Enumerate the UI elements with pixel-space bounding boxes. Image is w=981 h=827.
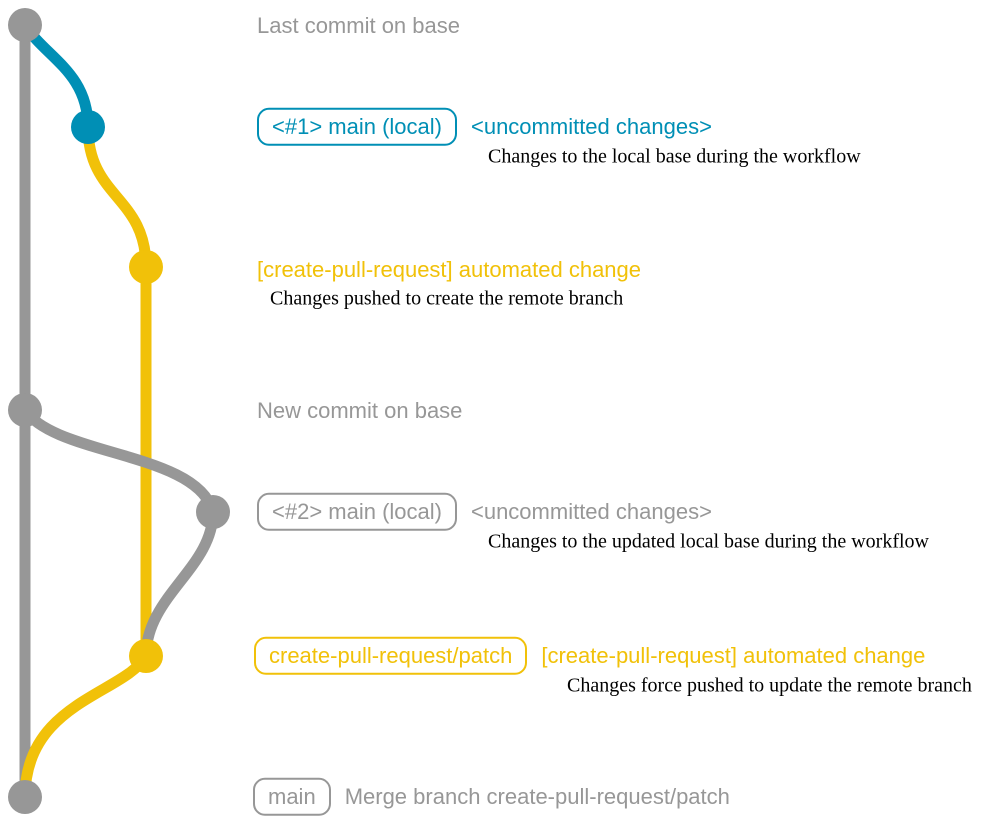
merge-edge	[19, 652, 151, 798]
patch-branch-edge	[82, 126, 152, 656]
commit-message-local-main-2: <uncommitted changes>	[470, 498, 712, 524]
branch-label-patch: create-pull-request/patch	[254, 636, 528, 676]
commit-description-local-main-1: Changes to the local base during the wor…	[488, 145, 861, 168]
commit-node-local-main-2	[196, 495, 230, 529]
commit-message-last-base: Last commit on base	[257, 12, 460, 38]
commit-message-automated-1: [create-pull-request] automated change	[257, 256, 642, 282]
commit-node-merge	[8, 780, 42, 814]
commit-message-local-main-1: <uncommitted changes>	[470, 113, 712, 139]
commit-message-merge: Merge branch create-pull-request/patch	[344, 783, 730, 809]
rebase-edge	[140, 511, 219, 657]
commit-node-local-main-1	[71, 110, 105, 144]
branch-label-main: main	[253, 777, 331, 817]
local-main-branch-edge-1	[20, 21, 94, 128]
branch-label-local-main-2: <#2> main (local)	[257, 492, 457, 532]
commit-node-automated-1	[129, 250, 163, 284]
commit-description-automated-2: Changes force pushed to update the remot…	[567, 674, 972, 697]
branch-label-local-main-1: <#1> main (local)	[257, 107, 457, 147]
commit-message-new-base: New commit on base	[257, 397, 463, 423]
commit-description-automated-1: Changes pushed to create the remote bran…	[270, 287, 624, 310]
local-main-branch-edge-2	[20, 406, 219, 514]
commit-node-automated-2	[129, 639, 163, 673]
commit-node-new-base	[8, 393, 42, 427]
commit-node-last-base	[8, 8, 42, 42]
commit-description-local-main-2: Changes to the updated local base during…	[488, 530, 929, 553]
commit-message-automated-2: [create-pull-request] automated change	[541, 642, 926, 668]
